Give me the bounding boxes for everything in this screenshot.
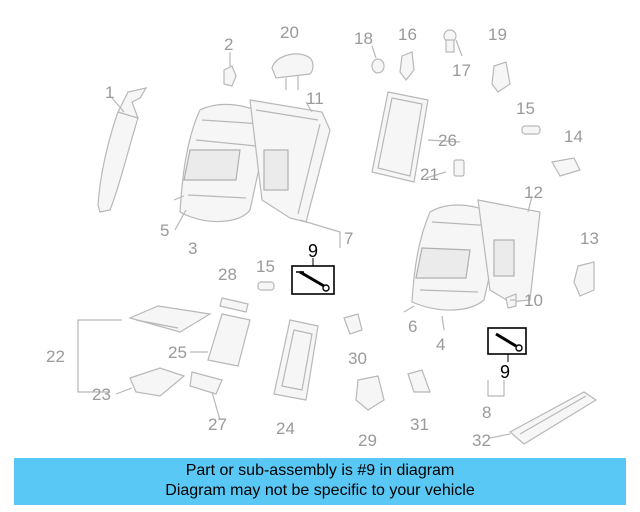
callout-28: 28: [218, 265, 237, 284]
part-19-cover: [491, 61, 511, 93]
callout-15-left: 15: [256, 257, 275, 276]
part-10-clip: [505, 293, 517, 309]
callout-25: 25: [168, 343, 187, 362]
callout-10: 10: [524, 291, 543, 310]
banner-line-1: Part or sub-assembly is #9 in diagram: [185, 462, 455, 479]
callout-9-left: 9: [308, 241, 318, 261]
callout-32: 32: [472, 431, 491, 450]
part-14-latch: [551, 157, 581, 177]
callout-15-right: 15: [516, 99, 535, 118]
part-12-frame-right: [477, 199, 541, 303]
callout-4: 4: [436, 335, 445, 354]
callout-16: 16: [398, 25, 417, 44]
part-16-bracket: [399, 51, 415, 81]
part-26-board: [371, 91, 429, 183]
callout-18: 18: [354, 29, 373, 48]
callout-29: 29: [358, 431, 377, 450]
callout-2: 2: [224, 35, 233, 54]
part-17-clip: [443, 29, 463, 57]
callout-27: 27: [208, 415, 227, 434]
part-27-pad: [189, 371, 223, 395]
callout-leaders: [115, 101, 533, 439]
leader-7: [299, 219, 341, 248]
callout-19: 19: [488, 25, 507, 44]
callout-21: 21: [420, 165, 439, 184]
part-30-cap: [343, 313, 363, 335]
part-13-cover: [573, 261, 595, 297]
part-20-headrest: [271, 53, 314, 90]
callout-23: 23: [92, 385, 111, 404]
part-3-seat-back-left: [179, 103, 271, 223]
callout-3: 3: [188, 239, 197, 258]
part-15-pin-right: [521, 125, 541, 135]
part-31-bracket: [407, 369, 431, 393]
part-4-seat-back-right: [411, 204, 503, 311]
callout-14: 14: [564, 127, 583, 146]
info-banner: Part or sub-assembly is #9 in diagram Di…: [14, 458, 626, 505]
seat-parts-diagram: 1 2 3 4 5 6 7 8 9 9 10 11 12 13 14 15 15…: [46, 23, 599, 450]
part-22-tray: [128, 305, 212, 333]
callout-26: 26: [438, 131, 457, 150]
callout-11: 11: [306, 89, 324, 108]
callout-20: 20: [280, 23, 299, 42]
part-2-clip: [223, 52, 237, 87]
leader-22: [77, 319, 122, 393]
callout-12: 12: [524, 183, 543, 202]
part-18-grommet: [371, 45, 385, 74]
part-25-panel: [207, 313, 251, 367]
part-9-bolt-right: [487, 327, 527, 362]
part-9-bolt-left: [291, 258, 335, 295]
part-32-trim-bar: [508, 391, 598, 445]
callout-31: 31: [410, 415, 429, 434]
callout-6: 6: [408, 317, 417, 336]
part-11-frame-left: [249, 99, 331, 223]
callout-7: 7: [344, 229, 353, 248]
callout-17: 17: [452, 61, 471, 80]
leader-8: [487, 380, 505, 397]
callout-22: 22: [46, 347, 65, 366]
callout-5: 5: [160, 221, 169, 240]
callout-1: 1: [105, 83, 114, 102]
part-15-pin-left: [257, 281, 275, 291]
part-28-strip: [219, 297, 249, 313]
part-23-base: [129, 367, 186, 397]
part-24-frame: [273, 319, 319, 401]
callout-13: 13: [580, 229, 599, 248]
callout-9-right: 9: [500, 362, 510, 382]
banner-line-2: Diagram may not be specific to your vehi…: [165, 482, 475, 499]
part-1-side-trim: [97, 87, 148, 213]
part-21-bushing: [453, 159, 465, 177]
part-29-bracket: [355, 375, 385, 411]
callout-24: 24: [276, 419, 295, 438]
callout-30: 30: [348, 349, 367, 368]
callout-8: 8: [482, 403, 491, 422]
